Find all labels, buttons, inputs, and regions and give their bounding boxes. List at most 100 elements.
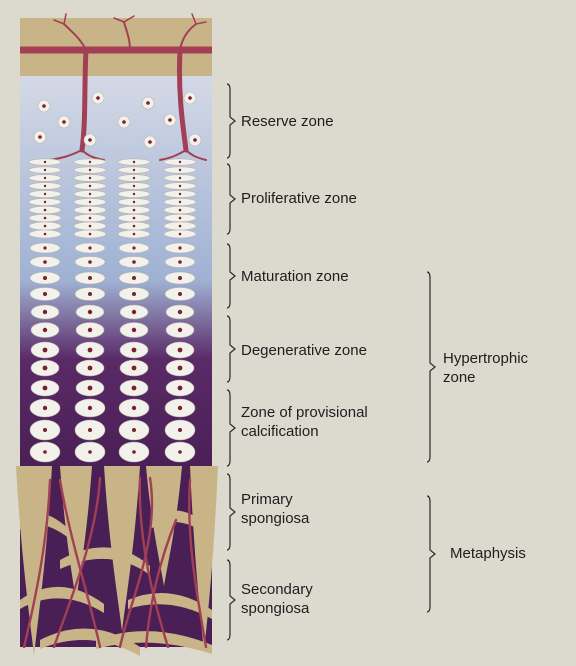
metaphysis-vessels (22, 476, 208, 649)
trabecula (60, 547, 150, 575)
chondrocyte-nucleus (43, 292, 47, 296)
chondrocyte-nucleus (88, 168, 92, 172)
chondrocyte-nucleus (132, 160, 136, 164)
blood-vessel (113, 17, 125, 23)
blood-vessel (53, 19, 65, 25)
chondrocyte-nucleus (178, 224, 182, 228)
chondrocyte-nucleus (132, 200, 136, 204)
trabeculae (16, 466, 218, 656)
chondrocyte-nucleus (88, 292, 92, 296)
chondrocyte-nucleus (132, 292, 136, 296)
chondrocyte-nucleus (148, 140, 152, 144)
chondrocyte-nucleus (43, 160, 47, 164)
chondrocyte-nucleus (87, 347, 93, 353)
chondrocyte-nucleus (178, 176, 182, 180)
secondary-spongiosa-bracket (226, 559, 236, 641)
chondrocyte-nucleus (87, 385, 93, 391)
chondrocyte-nucleus (87, 405, 93, 411)
chondrocyte-nucleus (88, 216, 92, 220)
chondrocyte-nucleus (188, 96, 192, 100)
blood-vessel (176, 47, 189, 153)
chondrocyte-nucleus (43, 224, 47, 228)
chondrocyte-nucleus (87, 309, 93, 315)
blood-vessel (159, 149, 187, 161)
chondrocyte-nucleus (178, 160, 182, 164)
chondrocyte-nucleus (178, 292, 182, 296)
chondrocyte-nucleus (132, 192, 136, 196)
chondrocyte-nucleus (43, 260, 47, 264)
chondrocyte-nucleus (43, 208, 47, 212)
chondrocyte-nucleus (88, 176, 92, 180)
chondrocyte-nucleus (178, 276, 182, 280)
chondrocyte-nucleus (132, 208, 136, 212)
chondrocyte-nucleus (178, 200, 182, 204)
blood-vessel (123, 15, 135, 23)
trabecula (150, 510, 212, 539)
blood-vessel (179, 23, 197, 51)
chondrocyte-nucleus (131, 405, 137, 411)
blood-vessel (58, 478, 102, 649)
chondrocyte-nucleus (42, 347, 48, 353)
metaphysis-bracket (426, 495, 436, 613)
chondrocyte-nucleus (132, 276, 136, 280)
chondrocyte-nucleus (38, 135, 42, 139)
chondrocyte-nucleus (42, 104, 46, 108)
blood-vessel (22, 478, 52, 649)
chondrocyte-nucleus (62, 120, 66, 124)
chondrocyte-nucleus (132, 176, 136, 180)
blood-vessel (144, 518, 178, 649)
chondrocyte-nucleus (43, 184, 47, 188)
chondrocyte-nucleus (43, 200, 47, 204)
hypertrophic-zone-label: Hypertrophic zone (443, 350, 529, 386)
blood-vessel (191, 13, 197, 25)
chondrocyte-nucleus (88, 192, 92, 196)
reserve-zone-label: Reserve zone (241, 113, 334, 130)
metaphysis-label: Metaphysis (450, 545, 526, 562)
chondrocyte-nucleus (132, 168, 136, 172)
chondrocyte-nucleus (43, 246, 47, 250)
chondrocyte-nucleus (88, 232, 92, 236)
chondrocyte-nucleus (43, 176, 47, 180)
degenerative-zone-label: Degenerative zone (241, 342, 367, 359)
chondrocyte-nucleus (96, 96, 100, 100)
chondrocyte-nucleus (132, 450, 136, 454)
chondrocyte-nucleus (88, 276, 92, 280)
chondrocyte-nucleus (88, 450, 92, 454)
chondrocyte-nucleus (178, 168, 182, 172)
chondrocyte-nucleus (177, 385, 183, 391)
trabecula (20, 586, 104, 613)
chondrocyte-nucleus (42, 385, 48, 391)
chondrocyte-nucleus (177, 347, 183, 353)
blood-vessel (185, 149, 207, 161)
chondrocyte-nucleus (88, 184, 92, 188)
chondrocyte-nucleus (132, 224, 136, 228)
chondrocyte-nucleus (131, 347, 137, 353)
chondrocyte-nucleus (168, 118, 172, 122)
provisional-calcification-label: Zone of provisional calcification (241, 404, 368, 440)
blood-vessel (63, 13, 67, 25)
chondrocyte-nucleus (42, 327, 48, 333)
chondrocyte-nucleus (178, 208, 182, 212)
proliferative-zone-label: Proliferative zone (241, 190, 357, 207)
chondrocyte-nucleus (178, 232, 182, 236)
chondrocyte-nucleus (88, 160, 92, 164)
chondrocyte-nucleus (193, 138, 197, 142)
trabecula (16, 466, 52, 656)
chondrocyte-nucleus (132, 216, 136, 220)
chondrocyte-nucleus (178, 450, 182, 454)
blood-vessel (52, 476, 102, 649)
chondrocyte-nucleus (42, 365, 48, 371)
hypertrophic-zone-bracket (426, 271, 436, 463)
chondrocyte-nucleus (132, 184, 136, 188)
chondrocyte-nucleus (88, 208, 92, 212)
chondrocyte-nucleus (177, 309, 183, 315)
chondrocyte-nucleus (132, 260, 136, 264)
chondrocyte-nucleus (42, 405, 48, 411)
chondrocyte-nucleus (178, 184, 182, 188)
chondrocyte-nucleus (88, 224, 92, 228)
trabecula (60, 466, 92, 601)
reserve-zone-bracket (226, 83, 236, 159)
blood-vessel (188, 478, 208, 649)
